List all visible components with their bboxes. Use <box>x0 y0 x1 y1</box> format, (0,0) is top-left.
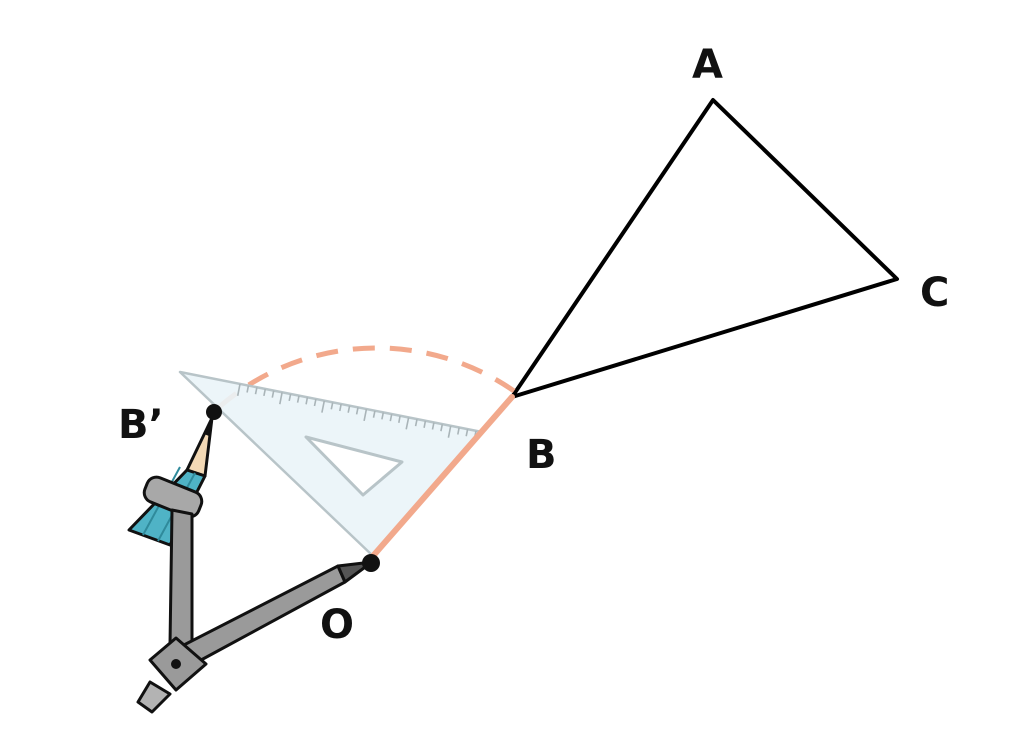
ruler-tick <box>363 409 368 422</box>
rotation-arc <box>216 345 516 410</box>
ruler-tick <box>398 415 401 423</box>
ruler-tick <box>423 420 427 428</box>
ruler-tick <box>465 429 469 437</box>
ruler-tick <box>431 422 435 430</box>
label-b-prime: B’ <box>118 402 164 448</box>
ruler-tick <box>246 385 250 393</box>
ruler-tick <box>414 419 418 427</box>
set-square-ticks <box>236 383 477 439</box>
ruler-tick <box>440 424 444 432</box>
ruler-tick <box>305 397 309 405</box>
ruler-tick <box>271 390 275 398</box>
ruler-tick <box>288 393 292 402</box>
ruler-tick <box>263 388 267 397</box>
ruler-tick <box>330 402 334 410</box>
ruler-tick <box>313 398 317 407</box>
set-square-icon <box>178 370 484 558</box>
ruler-tick <box>381 412 385 420</box>
point-b-prime <box>206 404 222 420</box>
label-o: O <box>320 602 354 648</box>
ruler-tick <box>355 407 359 415</box>
ruler-tick <box>339 403 342 412</box>
triangle-abc <box>510 98 899 399</box>
ruler-tick <box>296 395 300 403</box>
label-b: B <box>526 432 557 478</box>
ruler-tick <box>236 383 241 396</box>
ruler-tick <box>372 410 376 418</box>
ruler-tick <box>321 400 326 413</box>
ruler-tick <box>447 425 452 438</box>
point-o <box>362 554 380 572</box>
label-a: A <box>692 42 723 88</box>
ruler-tick <box>254 387 258 395</box>
ruler-tick <box>347 405 351 413</box>
ruler-tick <box>279 392 283 405</box>
ruler-tick <box>389 414 393 422</box>
label-c: C <box>920 270 949 316</box>
ruler-tick <box>457 427 460 435</box>
ruler-tick <box>405 417 410 430</box>
segment-ob <box>370 394 515 559</box>
